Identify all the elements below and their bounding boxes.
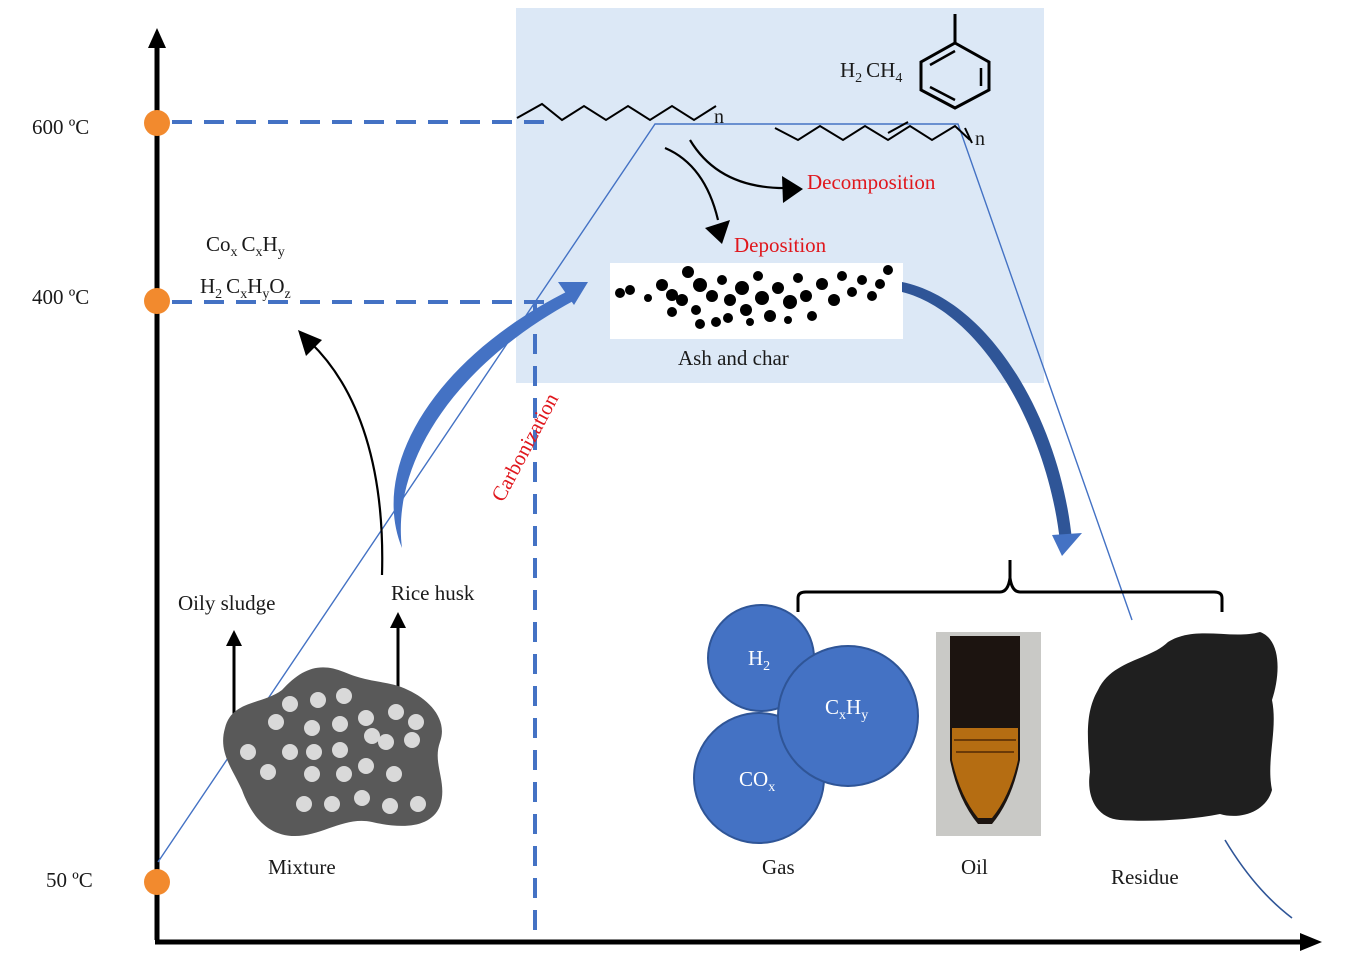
feed-to-reactor-arrow xyxy=(393,290,575,548)
oil-label: Oil xyxy=(961,855,988,879)
residue-label: Residue xyxy=(1111,865,1179,889)
chain-n-label: n xyxy=(714,106,724,128)
temp-marker-50 xyxy=(144,869,170,895)
axes xyxy=(148,28,1322,951)
ash-char-particles xyxy=(615,265,893,329)
mixture-particles xyxy=(240,688,426,814)
deposition-arrowhead-icon xyxy=(705,220,730,244)
volatile-release-arrow xyxy=(309,341,384,576)
chain-n-label-2: n xyxy=(975,128,985,150)
y-axis-arrow-icon xyxy=(148,28,166,48)
toluene-icon xyxy=(919,14,991,110)
alkene-chain-icon xyxy=(774,124,971,142)
rice-husk-label: Rice husk xyxy=(391,581,475,605)
cox-circle-label: COx xyxy=(739,767,775,795)
feed-arrowhead-icon xyxy=(558,282,588,305)
tick-label-50: 50 ºC xyxy=(46,868,93,892)
cxhy-circle xyxy=(777,645,919,787)
cooling-tail-line xyxy=(1224,839,1293,919)
mixture-label: Mixture xyxy=(268,855,336,879)
deposition-arrow xyxy=(664,146,720,221)
decomposition-arrow xyxy=(689,139,791,190)
deposition-label: Deposition xyxy=(734,233,827,257)
temp-marker-400 xyxy=(144,288,170,314)
polymer-chain-icon xyxy=(516,102,717,122)
chain-end-mark xyxy=(964,127,973,144)
decomposition-arrowhead-icon xyxy=(782,176,803,203)
ash-char-label: Ash and char xyxy=(678,346,789,370)
residue-image xyxy=(1087,632,1278,821)
alkene-double-bond xyxy=(887,121,909,134)
products-arrowhead-icon xyxy=(1052,533,1082,556)
carbonization-label: Carbonization xyxy=(486,389,563,506)
temp-marker-600 xyxy=(144,110,170,136)
h2-circle-label: H2 xyxy=(748,646,770,674)
oil-tube-image xyxy=(936,632,1041,836)
x-axis-arrow-icon xyxy=(1300,933,1322,951)
cxhy-circle-label: CxHy xyxy=(825,695,868,723)
temperature-profile-line xyxy=(157,123,1133,863)
gas-label: Gas xyxy=(762,855,795,879)
tick-label-400: 400 ºC xyxy=(32,285,89,309)
oily-sludge-arrowhead-icon xyxy=(226,630,242,646)
oily-sludge-label: Oily sludge xyxy=(178,591,275,615)
tick-label-600: 600 ºC xyxy=(32,115,89,139)
products-brace xyxy=(796,560,1224,612)
volatile-arrowhead-icon xyxy=(298,330,322,356)
decomposition-label: Decomposition xyxy=(807,170,936,194)
rice-husk-arrowhead-icon xyxy=(390,612,406,628)
